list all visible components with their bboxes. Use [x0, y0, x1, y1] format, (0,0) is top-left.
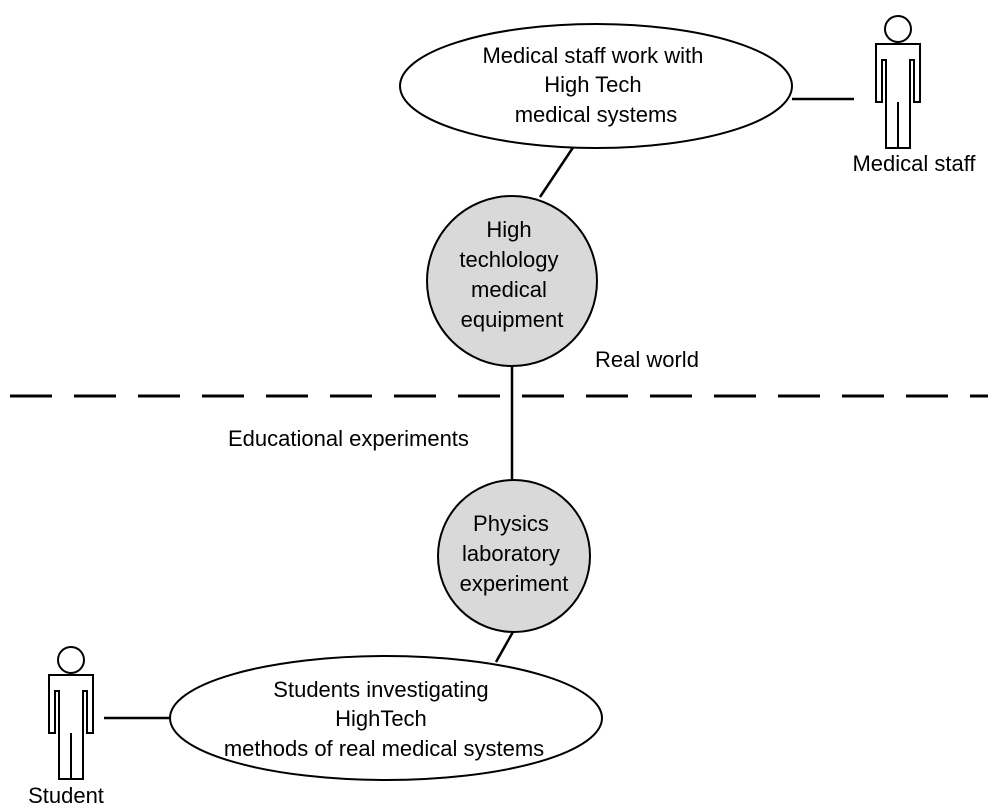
usecase-students-label: Students investigating HighTech methods …	[224, 677, 544, 761]
usecase-top-line-3: medical systems	[515, 102, 678, 127]
connector-usecase-to-equipment	[538, 145, 576, 198]
usecase-top-line-1: Medical staff work with	[482, 43, 703, 68]
usecase-bottom-line-3: methods of real medical systems	[224, 736, 544, 761]
connector-physics-to-usecase	[494, 629, 516, 663]
usecase-medical-staff-label: Medical staff work with High Tech medica…	[482, 43, 709, 127]
usecase-bottom-line-1: Students investigating	[273, 677, 488, 702]
equipment-line-1: High	[486, 217, 531, 242]
physics-line-1: Physics	[473, 511, 549, 536]
real-world-label: Real world	[595, 347, 699, 372]
equipment-line-2: techlology	[459, 247, 558, 272]
educational-experiments-label: Educational experiments	[228, 426, 469, 451]
actor-medical-staff-label: Medical staff	[852, 151, 976, 176]
node-physics-experiment	[437, 479, 591, 633]
usecase-top-line-2: High Tech	[544, 72, 641, 97]
node-medical-equipment-label: High techlology medical equipment	[459, 217, 564, 332]
physics-line-3: experiment	[460, 571, 569, 596]
usecase-students	[169, 655, 603, 781]
physics-line-2: laboratory	[462, 541, 560, 566]
actor-student-icon	[48, 646, 94, 780]
node-medical-equipment	[426, 195, 598, 367]
actor-student-label: Student	[28, 783, 104, 805]
usecase-medical-staff	[399, 23, 793, 149]
actor-medical-staff-icon	[875, 15, 921, 149]
equipment-line-3: medical	[471, 277, 547, 302]
equipment-line-4: equipment	[461, 307, 564, 332]
node-physics-experiment-label: Physics laboratory experiment	[460, 511, 569, 596]
usecase-bottom-line-2: HighTech	[335, 706, 427, 731]
